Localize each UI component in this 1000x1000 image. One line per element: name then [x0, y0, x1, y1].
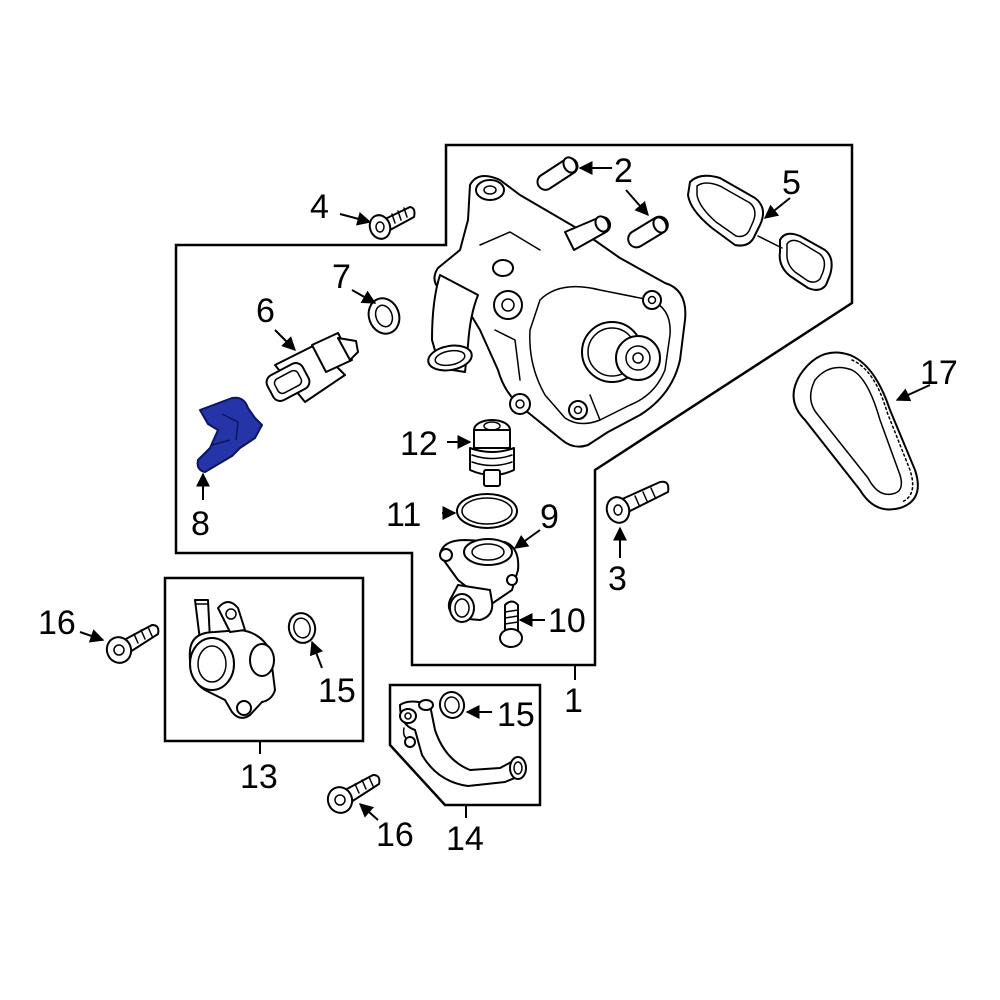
callout-14: 14	[446, 820, 484, 858]
o-ring-part-7[interactable]	[364, 294, 405, 338]
thermostat-part-12[interactable]	[469, 419, 515, 487]
callout-17: 17	[920, 354, 958, 392]
callout-2: 2	[614, 152, 633, 190]
callout-5: 5	[782, 164, 801, 202]
bolt-part-16b[interactable]	[324, 774, 381, 816]
sensor-part-6[interactable]	[264, 332, 359, 404]
bolt-part-3[interactable]	[603, 480, 670, 526]
callout-15-a: 15	[318, 672, 356, 710]
callout-11: 11	[386, 496, 421, 534]
sleeve-part-2b[interactable]	[627, 215, 669, 249]
o-ring-part-11[interactable]	[456, 493, 518, 529]
callout-7: 7	[332, 258, 351, 296]
callout-3: 3	[608, 560, 627, 598]
thermostat-housing-part-9[interactable]	[439, 538, 520, 623]
water-pump-housing[interactable]	[426, 175, 687, 448]
assembly-13-outline	[163, 576, 365, 743]
callout-16-b: 16	[376, 816, 414, 854]
o-ring-part-15a[interactable]	[286, 610, 319, 646]
bolt-part-4[interactable]	[366, 206, 416, 242]
callout-9: 9	[540, 498, 559, 536]
callout-15-b: 15	[497, 696, 535, 734]
bolt-part-16a[interactable]	[103, 624, 160, 666]
callout-6: 6	[256, 292, 275, 330]
clip-part-8[interactable]	[196, 396, 263, 473]
belt-part-17[interactable]	[792, 351, 919, 511]
callout-16-a: 16	[38, 604, 76, 642]
callout-12: 12	[400, 425, 438, 463]
callout-13: 13	[240, 758, 278, 796]
callout-8: 8	[191, 505, 210, 543]
gasket-part-5[interactable]	[687, 174, 833, 291]
sleeve-part-2a[interactable]	[536, 155, 580, 191]
callout-arrows	[79, 161, 931, 821]
assembly-14-outline	[388, 683, 542, 807]
coolant-pipe-part-14[interactable]	[399, 699, 527, 787]
assembly-1-outline	[174, 143, 854, 667]
o-ring-part-15b[interactable]	[437, 689, 467, 720]
callout-10: 10	[548, 602, 586, 640]
callout-4: 4	[310, 188, 329, 226]
coolant-flange-part-13[interactable]	[188, 599, 276, 719]
bolt-part-10[interactable]	[499, 600, 523, 648]
callout-1: 1	[564, 682, 583, 720]
